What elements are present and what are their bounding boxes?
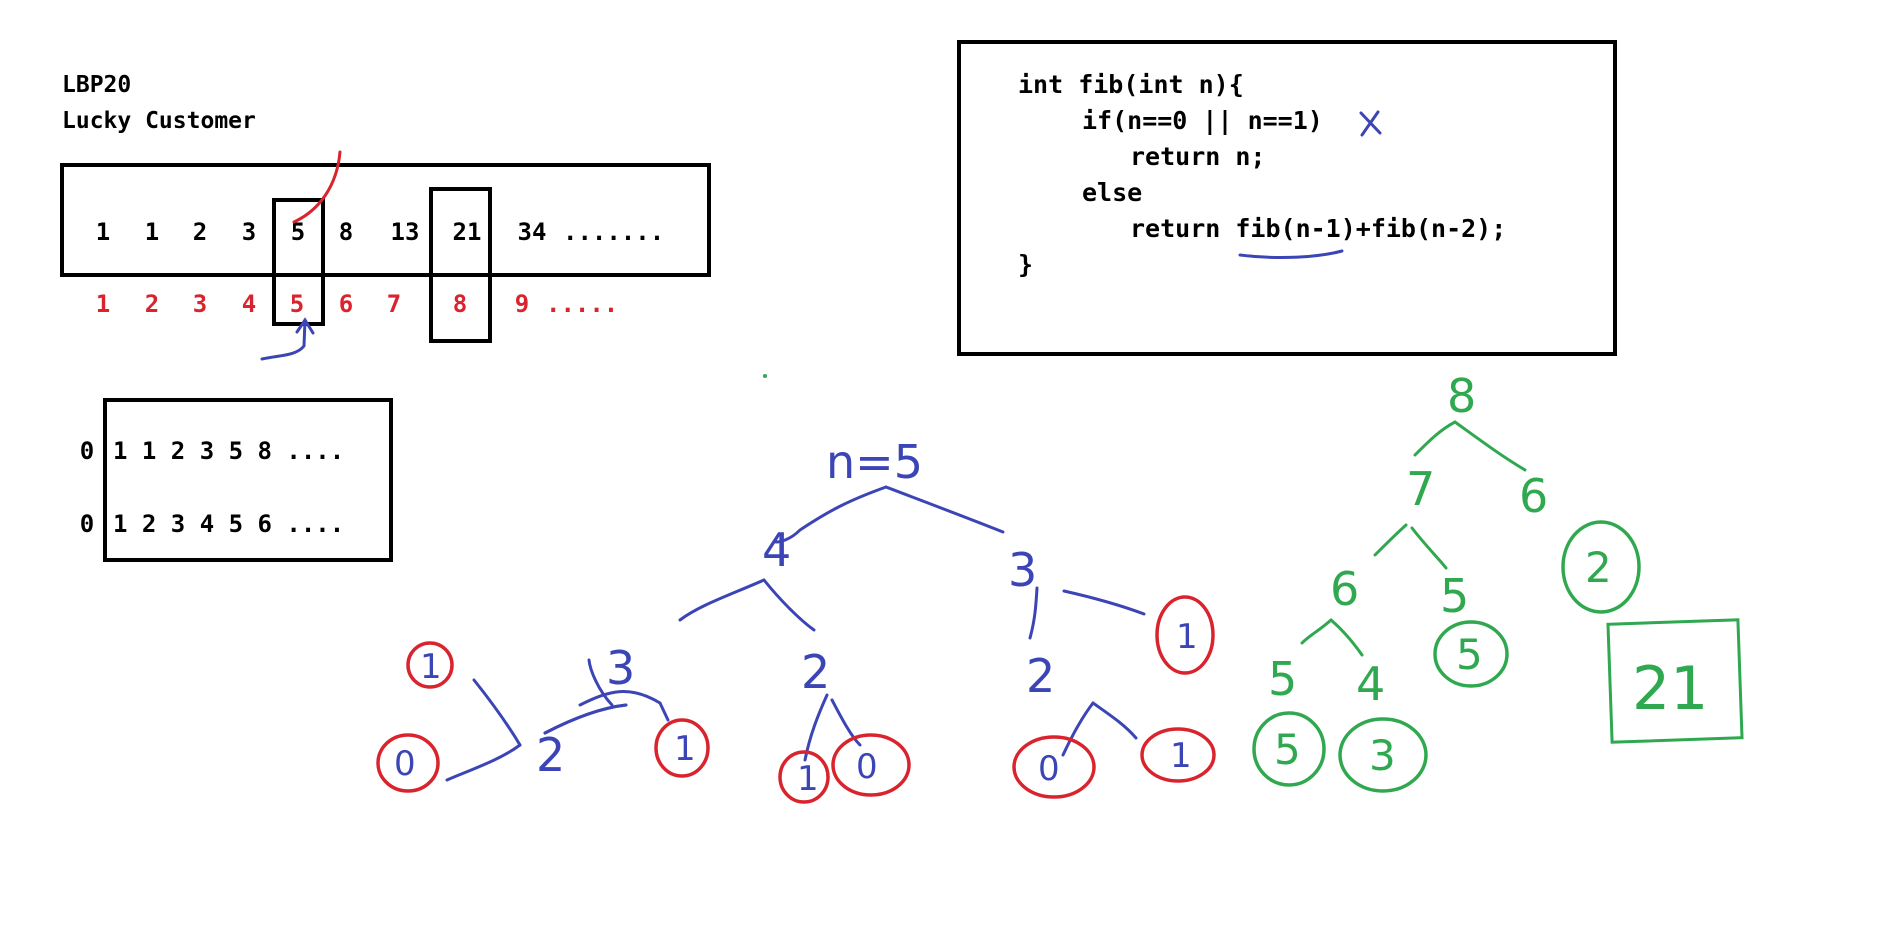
fib-value: 1 [95,218,111,246]
svg-text:1: 1 [1176,617,1198,657]
svg-text:6: 6 [1330,562,1359,616]
highlight-box-eighth [429,187,492,343]
fib-value: 8 [338,218,354,246]
svg-text:5: 5 [1274,725,1301,774]
svg-text:5: 5 [1456,630,1483,679]
svg-text:1: 1 [420,647,442,687]
svg-text:2: 2 [1026,649,1055,703]
svg-text:5: 5 [1268,652,1297,706]
fib-value: 3 [241,218,257,246]
svg-text:4: 4 [1356,657,1385,711]
fib-sequence-box [60,163,711,277]
svg-text:6: 6 [1519,469,1548,523]
svg-text:2: 2 [536,728,565,782]
svg-text:21: 21 [1632,654,1708,724]
svg-text:0: 0 [856,747,878,787]
fib-value: 34 [517,218,547,246]
code-line: else [1082,178,1143,207]
fib-value: 13 [390,218,420,246]
title-lucky-customer: Lucky Customer [62,108,256,134]
index-value: 2 [144,290,160,318]
fib-value: 5 [290,218,306,246]
fib-ellipsis: ....... [563,218,665,246]
index-value: 4 [241,290,257,318]
index-value: 9 [514,290,530,318]
mini-table-box [103,398,393,562]
index-value: 1 [95,290,111,318]
code-line: return fib(n-1)+fib(n-2); [1130,214,1507,243]
svg-text:4: 4 [762,523,791,577]
svg-text:0: 0 [394,744,416,784]
index-value: 3 [192,290,208,318]
svg-text:5: 5 [1440,569,1469,623]
mini-row-2: 1 2 3 4 5 6 .... [113,510,345,538]
index-ellipsis: ..... [546,290,619,318]
tree-root-label: n=5 [826,435,923,489]
svg-text:8: 8 [1447,369,1476,423]
index-value: 5 [289,290,305,318]
svg-text:2: 2 [1585,543,1612,592]
fib-value: 21 [452,218,482,246]
index-value: 8 [452,290,468,318]
mini-prefix: 0 [79,437,95,465]
svg-text:2: 2 [801,645,830,699]
fib-value: 1 [144,218,160,246]
svg-text:7: 7 [1406,462,1435,516]
index-value: 6 [338,290,354,318]
code-line: if(n==0 || n==1) [1082,106,1323,135]
mini-row-1: 1 1 2 3 5 8 .... [113,437,345,465]
fib-value: 2 [192,218,208,246]
svg-text:3: 3 [1008,543,1037,597]
highlight-box-fifth [272,198,325,326]
index-value: 7 [386,290,402,318]
title-lbp20: LBP20 [62,72,132,98]
mini-prefix: 0 [79,510,95,538]
code-line: int fib(int n){ [1018,70,1244,99]
svg-text:3: 3 [1369,731,1396,780]
svg-text:1: 1 [1170,736,1192,776]
svg-text:0: 0 [1038,749,1060,789]
code-box [957,40,1617,356]
code-line: } [1018,250,1034,279]
svg-text:1: 1 [797,759,819,799]
svg-text:1: 1 [674,729,696,769]
svg-text:3: 3 [606,641,635,695]
code-line: return n; [1130,142,1266,171]
